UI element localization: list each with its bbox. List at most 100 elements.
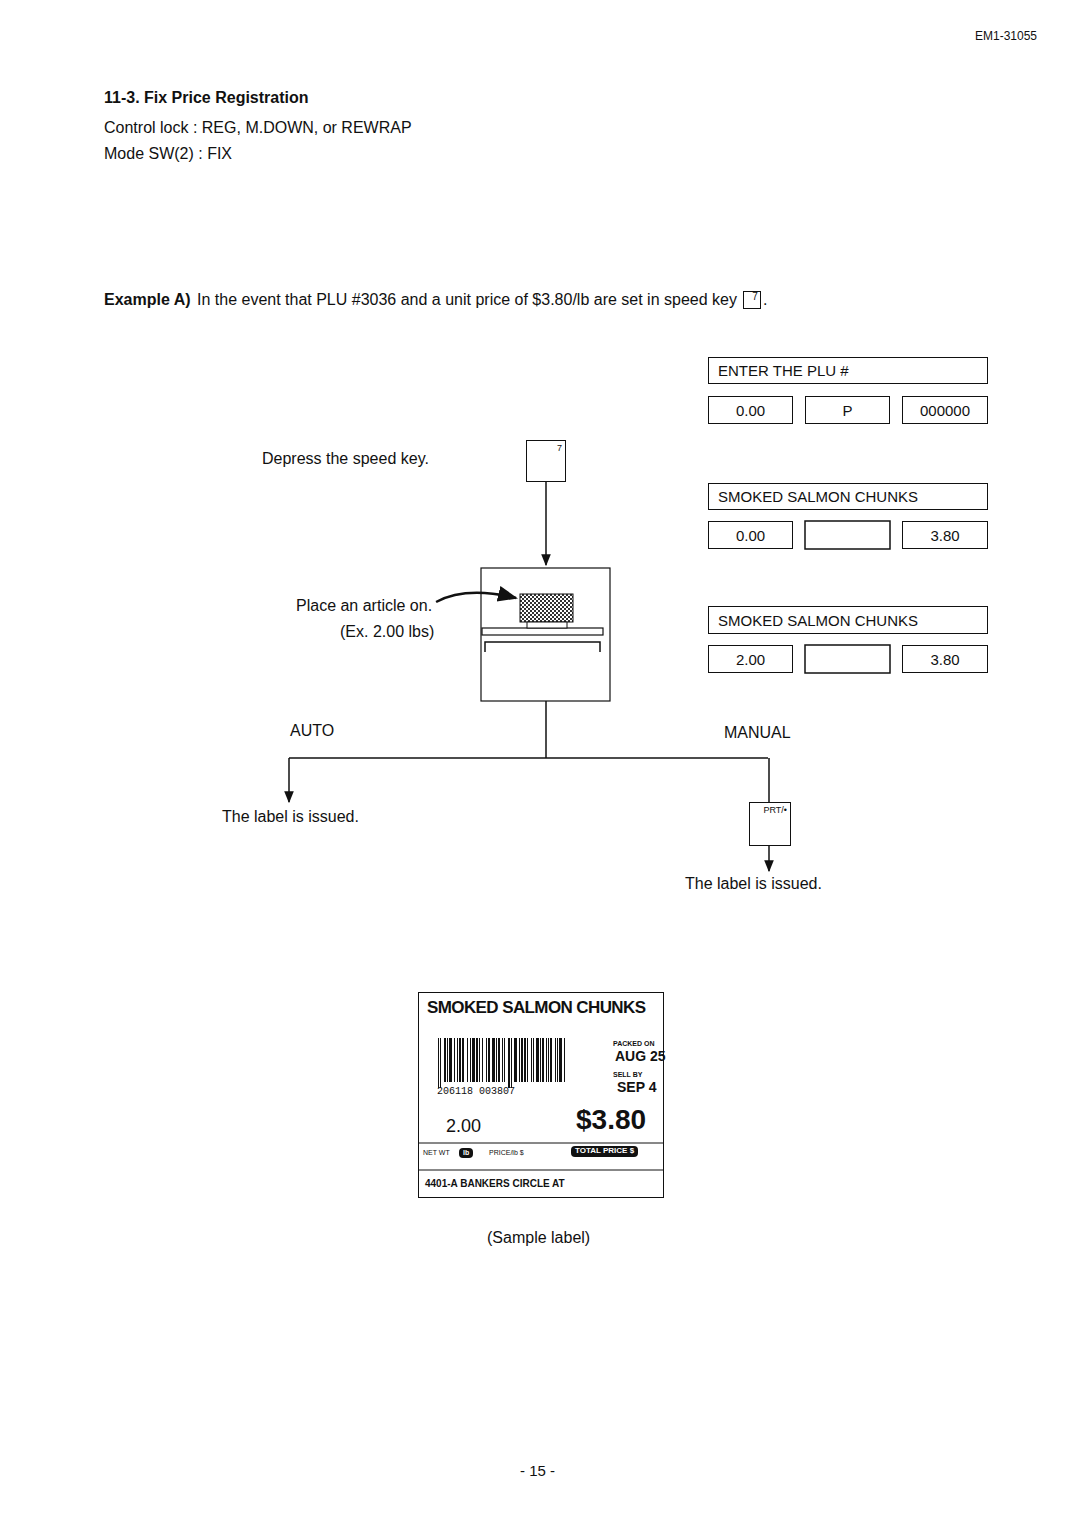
- display-text: 0.00: [736, 527, 765, 544]
- barcode-bar: [557, 1038, 558, 1082]
- sample-label: SMOKED SALMON CHUNKSPACKED ONAUG 25SELL …: [418, 992, 664, 1198]
- display-price: 3.80: [902, 645, 988, 673]
- key-inline: 7: [743, 291, 761, 309]
- display-text: PRT/•: [764, 805, 788, 815]
- barcode-bar: [482, 1038, 483, 1082]
- display-text: 3.80: [930, 527, 959, 544]
- section-title: 11-3. Fix Price Registration: [104, 88, 309, 107]
- barcode-bar: [496, 1038, 497, 1082]
- barcode-bar: [457, 1038, 458, 1082]
- barcode-bar: [486, 1038, 487, 1082]
- barcode-bar: [502, 1038, 503, 1082]
- display-weight: 0.00: [708, 396, 793, 424]
- barcode: [438, 1038, 565, 1088]
- display-text: SMOKED SALMON CHUNKS: [718, 488, 918, 505]
- leader-arrow: [436, 593, 516, 602]
- display-weight: 0.00: [708, 521, 793, 549]
- field-caption: PRICE/lb $: [489, 1149, 524, 1157]
- store-address: 4401-A BANKERS CIRCLE AT: [425, 1178, 565, 1189]
- barcode-bar: [546, 1038, 547, 1082]
- display-message: SMOKED SALMON CHUNKS: [708, 606, 988, 634]
- barcode-digits: 206118 003807: [437, 1086, 515, 1097]
- barcode-bar: [467, 1038, 468, 1082]
- barcode-bar: [488, 1038, 490, 1082]
- display-weight: 2.00: [708, 645, 793, 673]
- barcode-bar: [449, 1038, 452, 1082]
- branch-label: MANUAL: [724, 723, 791, 742]
- barcode-bar: [555, 1038, 556, 1082]
- barcode-bar: [521, 1038, 523, 1082]
- example-text: In the event that PLU #3036 and a unit p…: [197, 290, 737, 309]
- display-text: 000000: [920, 402, 970, 419]
- print-key: PRT/•: [749, 802, 791, 846]
- flow-line: [768, 758, 770, 802]
- scale-base: [485, 642, 600, 652]
- label-rule: [418, 1143, 664, 1144]
- caption-note: (Sample label): [487, 1228, 590, 1247]
- barcode-bar: [542, 1038, 544, 1082]
- display-mode: P: [805, 396, 890, 424]
- scale-frame: [481, 568, 610, 701]
- display-text: SMOKED SALMON CHUNKS: [718, 612, 918, 629]
- barcode-bar: [479, 1038, 480, 1082]
- date-value: AUG 25: [615, 1049, 666, 1064]
- total-price: $3.80: [576, 1105, 646, 1136]
- date-value: SEP 4: [617, 1080, 656, 1095]
- barcode-bar: [470, 1038, 471, 1082]
- barcode-bar: [492, 1038, 495, 1082]
- display-message: SMOKED SALMON CHUNKS: [708, 483, 988, 510]
- field-caption: NET WT: [423, 1149, 450, 1157]
- barcode-bar: [438, 1038, 439, 1088]
- result-note: The label is issued.: [685, 874, 822, 893]
- barcode-bar: [447, 1038, 448, 1082]
- barcode-bar: [527, 1038, 528, 1082]
- barcode-bar: [454, 1038, 455, 1082]
- barcode-bar: [524, 1038, 526, 1082]
- flow-arrow: [288, 758, 290, 802]
- display-text: 2.00: [736, 651, 765, 668]
- display-window: [805, 645, 890, 673]
- branch-label: AUTO: [290, 721, 334, 740]
- barcode-bar: [476, 1038, 478, 1082]
- flow-line: [289, 757, 768, 759]
- display-price: 000000: [902, 396, 988, 424]
- barcode-bar: [531, 1038, 532, 1082]
- net-weight: 2.00: [446, 1117, 481, 1137]
- setting-line: Mode SW(2) : FIX: [104, 144, 232, 163]
- scale-platter: [482, 628, 603, 635]
- total-caption: TOTAL PRICE $: [571, 1146, 638, 1157]
- label-rule: [418, 1170, 664, 1171]
- article: [520, 594, 573, 622]
- barcode-bar: [550, 1038, 552, 1082]
- flow-arrow: [545, 482, 547, 565]
- period: .: [763, 290, 767, 309]
- barcode-bar: [559, 1038, 562, 1082]
- barcode-bar: [540, 1038, 541, 1082]
- flow-line: [545, 701, 547, 758]
- display-text: 7: [557, 443, 562, 453]
- scale-stem: [527, 622, 567, 628]
- result-note: The label is issued.: [222, 807, 359, 826]
- display-price: 3.80: [902, 521, 988, 549]
- barcode-bar: [508, 1038, 510, 1088]
- display-message: ENTER THE PLU #: [708, 357, 988, 384]
- display-text: ENTER THE PLU #: [718, 362, 849, 379]
- display-window: [805, 521, 890, 549]
- step-note: (Ex. 2.00 lbs): [340, 622, 434, 641]
- display-text: 0.00: [736, 402, 765, 419]
- barcode-bar: [519, 1038, 520, 1082]
- display-text: P: [842, 402, 852, 419]
- step-note: Depress the speed key.: [262, 449, 429, 468]
- display-text: 3.80: [930, 651, 959, 668]
- date-caption: PACKED ON: [613, 1040, 654, 1048]
- barcode-bar: [440, 1038, 441, 1088]
- barcode-bar: [472, 1038, 475, 1082]
- step-note: Place an article on.: [296, 596, 432, 615]
- barcode-bar: [498, 1038, 500, 1082]
- barcode-bar: [444, 1038, 446, 1082]
- product-name: SMOKED SALMON CHUNKS: [427, 999, 645, 1018]
- flow-arrow: [768, 846, 770, 871]
- barcode-bar: [548, 1038, 549, 1082]
- barcode-bar: [536, 1038, 539, 1082]
